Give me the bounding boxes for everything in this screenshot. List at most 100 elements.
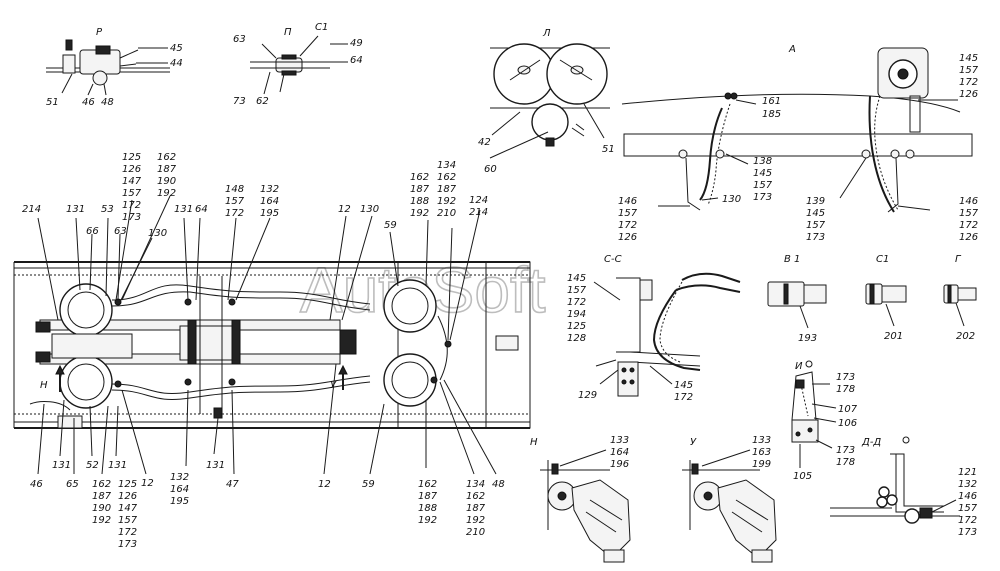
callout: 130 (722, 194, 741, 205)
air-tank (531, 103, 569, 141)
callout: 59 (384, 220, 397, 231)
callout: 125 (118, 479, 137, 490)
view-title-b1: В 1 (784, 254, 800, 265)
callout: 188 (410, 196, 429, 207)
callout: 134 (466, 479, 485, 490)
callout: 172 (959, 220, 978, 231)
view-dd: Д-Д 121 132 146 157 172 173 (830, 436, 978, 538)
callout: 173 (806, 232, 825, 243)
callout: 157 (958, 503, 978, 514)
callout: 139 (806, 196, 825, 207)
view-title-u: У (690, 437, 697, 448)
view-title-dd: Д-Д (861, 437, 881, 448)
callout: 62 (256, 96, 269, 107)
callout: 60 (484, 164, 497, 175)
callout: 130 (148, 228, 167, 239)
callout: 126 (959, 232, 978, 243)
callout: 162 (92, 479, 111, 490)
callout: 190 (92, 503, 111, 514)
callout: 73 (233, 96, 246, 107)
callout: 51 (602, 144, 615, 155)
brake-chamber (571, 479, 631, 559)
callout: 157 (959, 208, 979, 219)
arrow-label-n: Н (40, 380, 48, 391)
callout: 193 (798, 333, 817, 344)
callout: 124 (469, 195, 488, 206)
callout: 192 (410, 208, 429, 219)
callout: 157 (618, 208, 638, 219)
view-a: А 161 185 145 157 172 126 138 145 (618, 44, 979, 243)
callout: 47 (226, 479, 239, 490)
callout: 192 (437, 196, 456, 207)
callout: 199 (752, 459, 771, 470)
callout: 145 (753, 168, 772, 179)
callout: 188 (418, 503, 437, 514)
callout: 162 (418, 479, 437, 490)
frame-crossmember (623, 133, 973, 157)
callout: 164 (260, 196, 279, 207)
callout: 187 (157, 164, 177, 175)
callout: 185 (762, 109, 781, 120)
callout: 63 (114, 226, 127, 237)
callout: 161 (762, 96, 781, 107)
callout: 146 (618, 196, 637, 207)
view-title-cc: С-С (604, 254, 622, 265)
callout: 210 (437, 208, 456, 219)
callout: 105 (793, 471, 812, 482)
callout: 157 (225, 196, 245, 207)
callout: 45 (170, 43, 183, 54)
callout: 129 (578, 390, 597, 401)
callout: 64 (350, 55, 363, 66)
callout: 131 (52, 460, 71, 471)
callout: 164 (610, 447, 629, 458)
callout: 172 (567, 297, 586, 308)
callout: 194 (567, 309, 586, 320)
callout: 132 (260, 184, 279, 195)
callout: 187 (418, 491, 438, 502)
callout: 210 (466, 527, 485, 538)
callout: 125 (122, 152, 141, 163)
callout: 178 (836, 457, 855, 468)
callout: 12 (338, 204, 351, 215)
callout: 132 (958, 479, 977, 490)
callout: 187 (410, 184, 430, 195)
view-n: Н 133 164 196 (530, 435, 631, 563)
callout: 173 (118, 539, 137, 550)
callout: 173 (958, 527, 977, 538)
callout: 145 (959, 53, 978, 64)
callout: 192 (418, 515, 437, 526)
callout: 214 (469, 207, 488, 218)
callout: 133 (610, 435, 629, 446)
callout: 148 (225, 184, 244, 195)
callout: 162 (157, 152, 176, 163)
callout: 147 (118, 503, 138, 514)
callout: 12 (141, 478, 154, 489)
callout: 172 (225, 208, 244, 219)
callout: 172 (618, 220, 637, 231)
callout: 196 (610, 459, 629, 470)
callout: 65 (66, 479, 79, 490)
callout: 173 (753, 192, 772, 203)
callout: 192 (92, 515, 111, 526)
view-title-p: Р (96, 27, 103, 38)
callout: 106 (838, 418, 857, 429)
view-title-c1: С1 (876, 254, 889, 265)
callout: 146 (958, 491, 977, 502)
callout: 145 (674, 380, 693, 391)
view-g: Г 202 (943, 254, 977, 342)
callout: 195 (170, 496, 189, 507)
callout: 133 (752, 435, 771, 446)
callout: 163 (752, 447, 771, 458)
callout: 172 (118, 527, 137, 538)
callout: 164 (170, 484, 189, 495)
callout: 125 (567, 321, 586, 332)
callout: 63 (233, 34, 246, 45)
callout: 46 (30, 479, 43, 490)
callout: 51 (46, 97, 59, 108)
callout: 157 (753, 180, 773, 191)
callout: 145 (806, 208, 825, 219)
callout: 190 (157, 176, 176, 187)
callout: 146 (959, 196, 978, 207)
callout: 214 (22, 204, 41, 215)
view-title-c1-top: С1 (315, 22, 328, 33)
